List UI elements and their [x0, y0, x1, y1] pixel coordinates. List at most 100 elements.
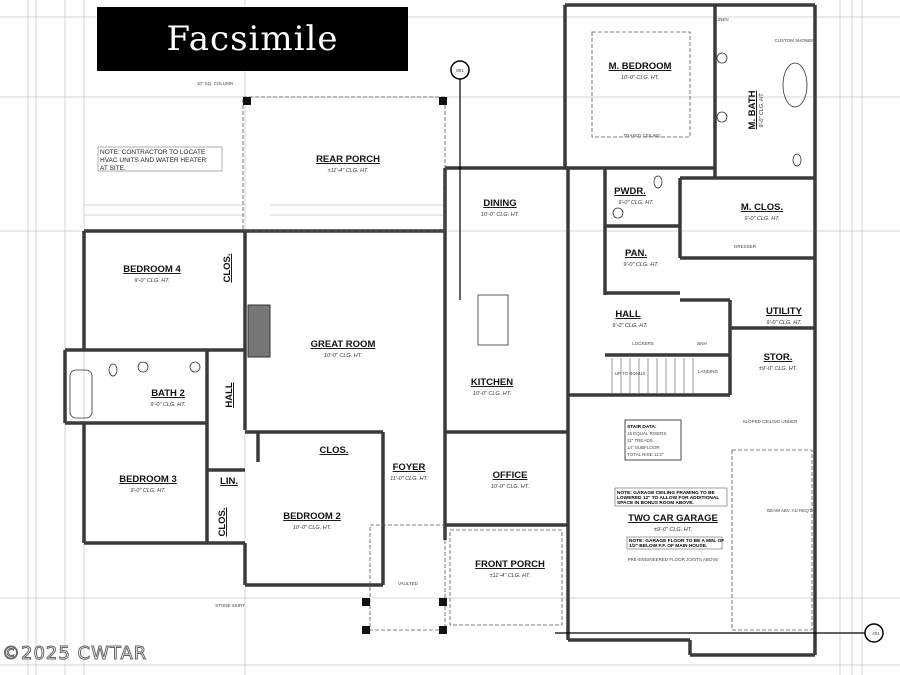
- svg-text:±9'-0" CLG. HT.: ±9'-0" CLG. HT.: [654, 527, 692, 533]
- svg-text:±11'-4" CLG. HT.: ±11'-4" CLG. HT.: [490, 573, 531, 579]
- section-marker-right: 401: [555, 623, 884, 643]
- svg-text:NOTE: GARAGE FLOOR TO BE A MIN: NOTE: GARAGE FLOOR TO BE A MIN. OF: [629, 538, 724, 544]
- copyright-watermark: ©2025 CWTAR: [1, 643, 148, 665]
- svg-text:9'-0" CLG. HT.: 9'-0" CLG. HT.: [134, 278, 169, 284]
- svg-text:OFFICE: OFFICE: [493, 470, 528, 481]
- toilet-icon: [792, 153, 802, 167]
- svg-text:10'-0" CLG. HT.: 10'-0" CLG. HT.: [324, 353, 362, 359]
- svg-text:DINING: DINING: [483, 198, 516, 209]
- svg-text:FOYER: FOYER: [393, 462, 426, 473]
- linen-closet: LIN.: [220, 476, 238, 487]
- svg-text:9'-0" CLG. HT.: 9'-0" CLG. HT.: [612, 323, 647, 329]
- svg-text:401: 401: [872, 631, 880, 636]
- svg-text:10'-0" CLG. HT.: 10'-0" CLG. HT.: [293, 525, 331, 531]
- room-hall-left: HALL: [224, 382, 235, 408]
- room-great-room: GREAT ROOM 10'-0" CLG. HT.: [311, 339, 376, 359]
- bench-label: BNH: [697, 341, 707, 346]
- room-office: OFFICE 10'-0" CLG. HT.: [491, 470, 529, 490]
- svg-text:NOTE: GARAGE CEILING FRAMING T: NOTE: GARAGE CEILING FRAMING TO BE: [617, 490, 716, 496]
- closet-bedroom-3: CLOS.: [217, 507, 228, 536]
- dresser-label: DRESSER: [734, 244, 757, 249]
- svg-text:AT SITE.: AT SITE.: [100, 165, 126, 172]
- svg-text:1/2" BELOW F.F. OF MAIN HOUSE.: 1/2" BELOW F.F. OF MAIN HOUSE.: [629, 543, 707, 549]
- column: [439, 97, 447, 105]
- svg-text:M. BEDROOM: M. BEDROOM: [609, 61, 672, 72]
- svg-text:NOTE: CONTRACTOR TO LOCATE: NOTE: CONTRACTOR TO LOCATE: [100, 149, 206, 156]
- toilet-icon: [653, 175, 663, 189]
- svg-text:HALL: HALL: [615, 309, 641, 320]
- beam-note: BEAM ABV. AS REQ'D: [767, 508, 813, 513]
- svg-text:FRONT PORCH: FRONT PORCH: [475, 559, 545, 570]
- room-pan: PAN. 9'-0" CLG. HT.: [623, 248, 658, 268]
- svg-text:14" SUBFLOOR: 14" SUBFLOOR: [627, 445, 660, 450]
- svg-text:STOR.: STOR.: [764, 352, 793, 363]
- column: [439, 626, 447, 634]
- kitchen-island: [477, 294, 509, 346]
- room-pwdr: PWDR. 9'-0" CLG. HT.: [614, 186, 653, 206]
- svg-text:9'-0" CLG. HT.: 9'-0" CLG. HT.: [744, 216, 779, 222]
- svg-text:9'-0" CLG. HT.: 9'-0" CLG. HT.: [130, 488, 165, 494]
- svg-text:TOTAL RISE 11'2": TOTAL RISE 11'2": [627, 452, 664, 457]
- svg-text:BEDROOM 3: BEDROOM 3: [119, 474, 177, 485]
- room-two-car-garage: TWO CAR GARAGE ±9'-0" CLG. HT.: [628, 513, 718, 533]
- dashed-outline: [369, 524, 446, 631]
- fireplace: [247, 304, 271, 358]
- garage-floor-note: NOTE: GARAGE FLOOR TO BE A MIN. OF 1/2" …: [626, 536, 724, 550]
- fixtures: [69, 52, 808, 634]
- svg-text:9'-0" CLG. HT.: 9'-0" CLG. HT.: [618, 200, 653, 206]
- svg-text:KITCHEN: KITCHEN: [471, 377, 513, 388]
- room-bedroom-2: BEDROOM 2 10'-0" CLG. HT.: [283, 511, 341, 531]
- room-bedroom-3: BEDROOM 3 9'-0" CLG. HT.: [119, 474, 177, 494]
- room-utility: UTILITY 9'-0" CLG. HT.: [766, 306, 803, 326]
- room-stor: STOR. ±9'-0" CLG. HT.: [759, 352, 797, 372]
- up-to-bonus-label: UP TO BONUS: [615, 371, 646, 376]
- bathtub-icon: [782, 62, 808, 108]
- svg-text:11" TREADS: 11" TREADS: [627, 438, 653, 443]
- svg-text:10'-0" CLG. HT.: 10'-0" CLG. HT.: [473, 391, 511, 397]
- svg-text:SPACE IN BONUS ROOM ABOVE.: SPACE IN BONUS ROOM ABOVE.: [617, 500, 694, 506]
- column: [362, 598, 370, 606]
- room-bath-2: BATH 2 9'-0" CLG. HT.: [150, 388, 185, 408]
- svg-text:BEDROOM 2: BEDROOM 2: [283, 511, 341, 522]
- svg-text:10'-0" CLG. HT.: 10'-0" CLG. HT.: [621, 75, 659, 81]
- facsimile-banner: Facsimile: [97, 7, 408, 71]
- svg-text:STAIR DATA:: STAIR DATA:: [627, 424, 657, 430]
- column-label: 10" SQ. COLUMN: [197, 81, 233, 86]
- svg-text:9'-0" CLG. HT.: 9'-0" CLG. HT.: [623, 262, 658, 268]
- svg-text:801: 801: [456, 68, 464, 73]
- sink-icon: [189, 361, 201, 373]
- hvac-note: NOTE: CONTRACTOR TO LOCATE HVAC UNITS AN…: [97, 146, 223, 172]
- svg-text:±11'-4" CLG. HT.: ±11'-4" CLG. HT.: [328, 168, 369, 174]
- svg-text:9'-0" CLG. HT.: 9'-0" CLG. HT.: [150, 402, 185, 408]
- svg-text:TRAYED CEILING: TRAYED CEILING: [623, 133, 661, 138]
- column: [243, 97, 251, 105]
- section-marker-top: 801: [450, 60, 470, 300]
- svg-text:PWDR.: PWDR.: [614, 186, 646, 197]
- svg-text:11'-0" CLG. HT.: 11'-0" CLG. HT.: [390, 476, 428, 482]
- column: [362, 626, 370, 634]
- svg-text:M. CLOS.: M. CLOS.: [741, 202, 783, 213]
- sink-icon: [612, 207, 624, 219]
- svg-text:10'-0" CLG. HT.: 10'-0" CLG. HT.: [491, 484, 529, 490]
- svg-text:UTILITY: UTILITY: [766, 306, 803, 317]
- room-rear-porch: REAR PORCH ±11'-4" CLG. HT.: [316, 154, 380, 174]
- toilet-icon: [108, 363, 118, 377]
- svg-text:PAN.: PAN.: [625, 248, 647, 259]
- vaulted-label: VAULTED: [398, 581, 419, 586]
- room-front-porch: FRONT PORCH ±11'-4" CLG. HT.: [475, 559, 545, 579]
- svg-text:15 EQUAL RISERS: 15 EQUAL RISERS: [627, 431, 666, 436]
- svg-text:±9'-0" CLG. HT.: ±9'-0" CLG. HT.: [759, 366, 797, 372]
- room-m-bedroom: M. BEDROOM 10'-0" CLG. HT. TRAYED CEILIN…: [609, 61, 672, 138]
- svg-text:9'-0" CLG. HT.: 9'-0" CLG. HT.: [759, 92, 765, 127]
- closet-bedroom-2: CLOS.: [319, 445, 348, 456]
- room-m-clos: M. CLOS. 9'-0" CLG. HT.: [741, 202, 783, 222]
- closet-bedroom-4: CLOS.: [222, 253, 233, 282]
- floor-joists-note: PRE-ENGINEERED FLOOR JOISTS ABOVE: [628, 557, 719, 562]
- svg-text:HVAC UNITS AND WATER HEATER: HVAC UNITS AND WATER HEATER: [100, 157, 207, 164]
- svg-text:10'-0" CLG. HT.: 10'-0" CLG. HT.: [481, 212, 519, 218]
- room-foyer: FOYER 11'-0" CLG. HT.: [390, 462, 428, 482]
- svg-text:REAR PORCH: REAR PORCH: [316, 154, 380, 165]
- landing-label: LANDING: [698, 369, 719, 374]
